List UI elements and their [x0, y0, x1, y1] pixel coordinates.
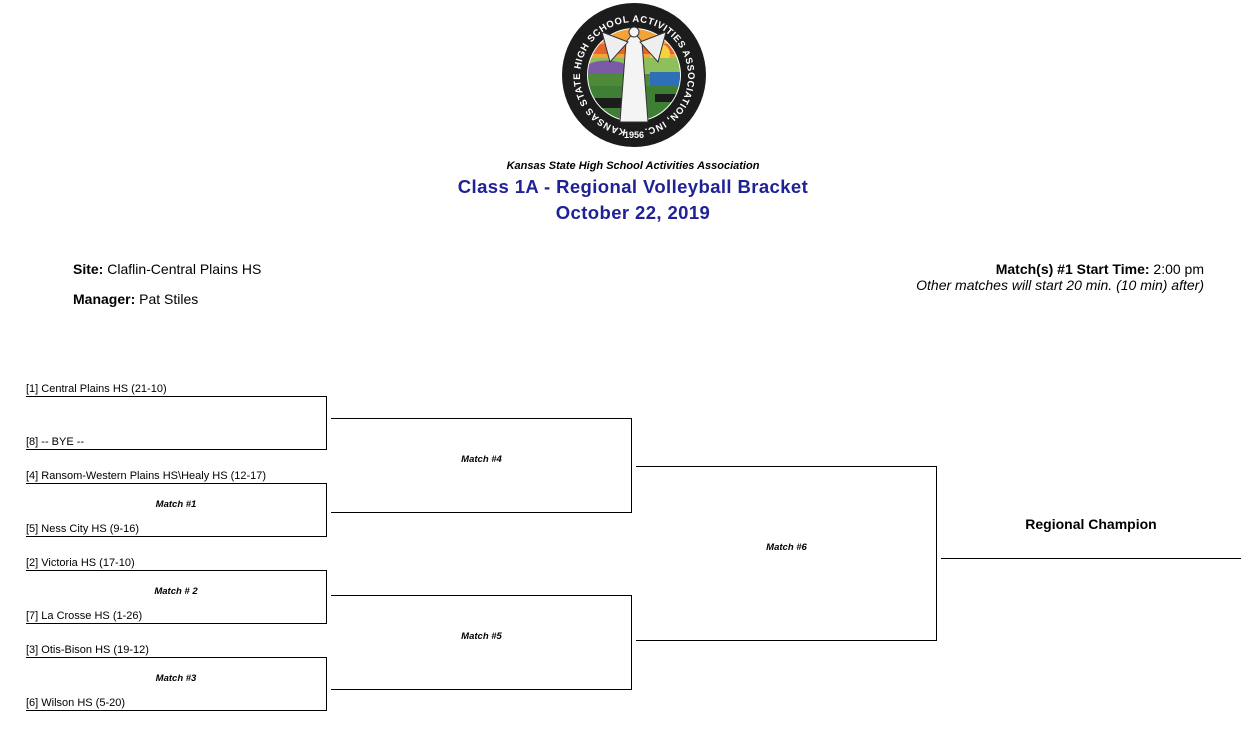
- svg-text:1956: 1956: [624, 130, 644, 140]
- team-slot-5: [2] Victoria HS (17-10): [26, 557, 326, 571]
- team-slot-3: [4] Ransom-Western Plains HS\Healy HS (1…: [26, 470, 326, 484]
- team-slot-4: [5] Ness City HS (9-16): [26, 523, 326, 537]
- other-matches-note: Other matches will start 20 min. (10 min…: [916, 277, 1204, 293]
- site-label: Site:: [73, 261, 104, 277]
- match-4-box: [331, 418, 632, 513]
- connector-match-3: [326, 657, 327, 711]
- khsaa-seal-logo: KANSAS STATE HIGH SCHOOL ACTIVITIES ASSO…: [562, 3, 706, 147]
- start-time-line: Match(s) #1 Start Time: 2:00 pm: [996, 261, 1204, 277]
- match-5-label: Match #5: [461, 631, 502, 642]
- org-name: Kansas State High School Activities Asso…: [506, 160, 760, 172]
- bracket-date: October 22, 2019: [555, 202, 711, 223]
- team-slot-2: [8] -- BYE --: [26, 436, 326, 450]
- start-time-value: 2:00 pm: [1153, 261, 1204, 277]
- site-value: Claflin-Central Plains HS: [107, 261, 262, 277]
- manager-line: Manager: Pat Stiles: [73, 291, 198, 307]
- connector-match-1: [326, 483, 327, 537]
- match-5-box: [331, 595, 632, 690]
- team-slot-6: [7] La Crosse HS (1-26): [26, 610, 326, 624]
- match-3-label: Match #3: [155, 673, 197, 684]
- manager-value: Pat Stiles: [139, 291, 199, 307]
- bracket-title: Class 1A - Regional Volleyball Bracket: [457, 176, 809, 197]
- match-1-label: Match #1: [155, 499, 197, 510]
- match-4-label: Match #4: [461, 454, 502, 465]
- champion-line: [941, 558, 1241, 559]
- manager-label: Manager:: [73, 291, 136, 307]
- team-slot-8: [6] Wilson HS (5-20): [26, 697, 326, 711]
- team-slot-7: [3] Otis-Bison HS (19-12): [26, 644, 326, 658]
- match-6-label: Match #6: [766, 542, 807, 553]
- regional-champion-label: Regional Champion: [1025, 516, 1157, 532]
- start-time-label: Match(s) #1 Start Time:: [995, 261, 1150, 277]
- site-line: Site: Claflin-Central Plains HS: [73, 261, 261, 277]
- connector-bye: [326, 396, 327, 450]
- match-6-box: [636, 466, 937, 641]
- connector-match-2: [326, 570, 327, 624]
- match-2-label: Match # 2: [154, 586, 198, 597]
- team-slot-1: [1] Central Plains HS (21-10): [26, 383, 326, 397]
